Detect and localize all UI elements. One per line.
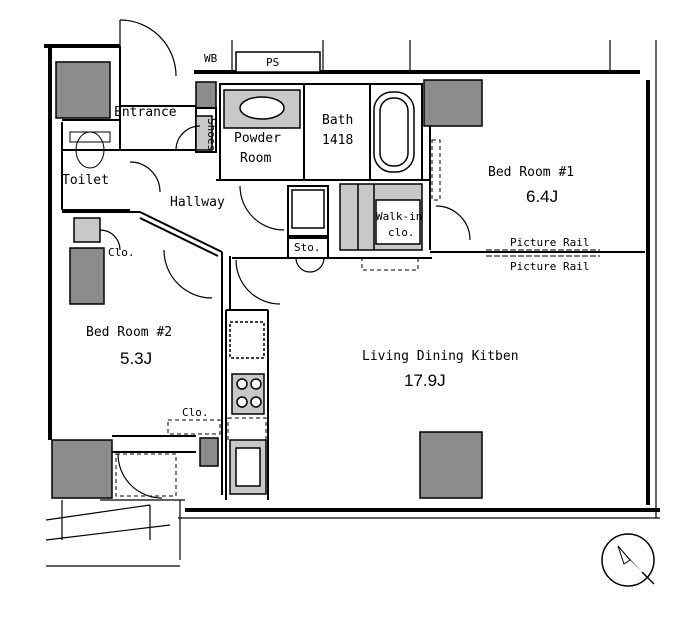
ldk-name: Living Dining Kitben: [362, 349, 519, 364]
picture-rail-label-1: Picture Rail: [510, 236, 589, 249]
sto-label: Sto.: [294, 241, 321, 254]
columns: [51, 61, 483, 499]
wb-label: WB: [204, 52, 218, 65]
picture-rail-label-2: Picture Rail: [510, 260, 589, 273]
north-compass-icon: [601, 533, 655, 587]
entrance-label: Entrance: [114, 105, 177, 120]
bathtub-icon: [373, 91, 415, 173]
walkin-label-1: Walk-in: [376, 210, 422, 223]
door-swing-icon: [99, 19, 471, 499]
interior-walls: [61, 46, 645, 500]
toilet-label: Toilet: [62, 173, 109, 188]
dashed-lines: [115, 139, 441, 497]
powder-room-label-1: Powder: [234, 131, 281, 146]
ldk-area: 17.9J: [404, 371, 446, 390]
bedroom1-name: Bed Room #1: [488, 165, 574, 180]
powder-room-label-2: Room: [240, 151, 271, 166]
bath-size-label: 1418: [322, 133, 353, 148]
clo-hall-label: Clo.: [108, 246, 135, 259]
ps-label: PS: [266, 56, 279, 69]
bath-label: Bath: [322, 113, 353, 128]
toilet-icon: [69, 131, 111, 169]
shoes-label: Shoes: [205, 118, 218, 151]
thin-outer-lines: [45, 40, 660, 567]
bedroom2-name: Bed Room #2: [86, 325, 172, 340]
bedroom1-area: 6.4J: [526, 187, 558, 206]
picture-rail: [486, 249, 600, 257]
bedroom2-area: 5.3J: [120, 349, 152, 368]
clo-bed2-label: Clo.: [182, 406, 209, 419]
hallway-label: Hallway: [170, 195, 225, 210]
walkin-label-2: clo.: [388, 226, 415, 239]
fixtures: [69, 51, 423, 495]
